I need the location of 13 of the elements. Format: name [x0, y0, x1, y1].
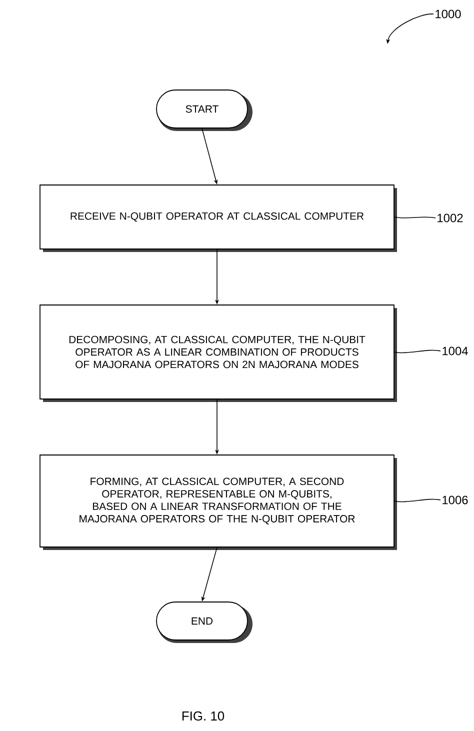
reference-numeral: 1000: [436, 10, 461, 18]
process-box: FORMING, AT CLASSICAL COMPUTER, A SECOND OPERATOR, REPRESENTABLE ON M-QUBITS, BASED ON A LINEAR TRANSFORMATION OF THE MAJORANA OPERATORS OF THE N-QUBIT OPERATOR: [40, 454, 397, 550]
reference-numeral: 1004: [442, 346, 468, 356]
figure-caption: FIG. 10: [182, 711, 224, 721]
reference-numeral: 1002: [438, 214, 463, 222]
reference-numeral: 1006: [442, 496, 468, 504]
process-box: DECOMPOSING, AT CLASSICAL COMPUTER, THE N-QUBIT OPERATOR AS A LINEAR COMBINATION OF PRODUCTS OF MAJORANA OPERATORS ON 2N MAJORANA MODES: [40, 304, 397, 402]
process-box: RECEIVE N-QUBIT OPERATOR AT CLASSICAL COMPUTER: [40, 184, 397, 252]
leader-line: [394, 498, 441, 502]
terminal-oval: START: [156, 90, 252, 131]
leader-line: [394, 350, 441, 354]
terminal-oval: END: [156, 602, 252, 643]
leader-line: [394, 216, 436, 218]
